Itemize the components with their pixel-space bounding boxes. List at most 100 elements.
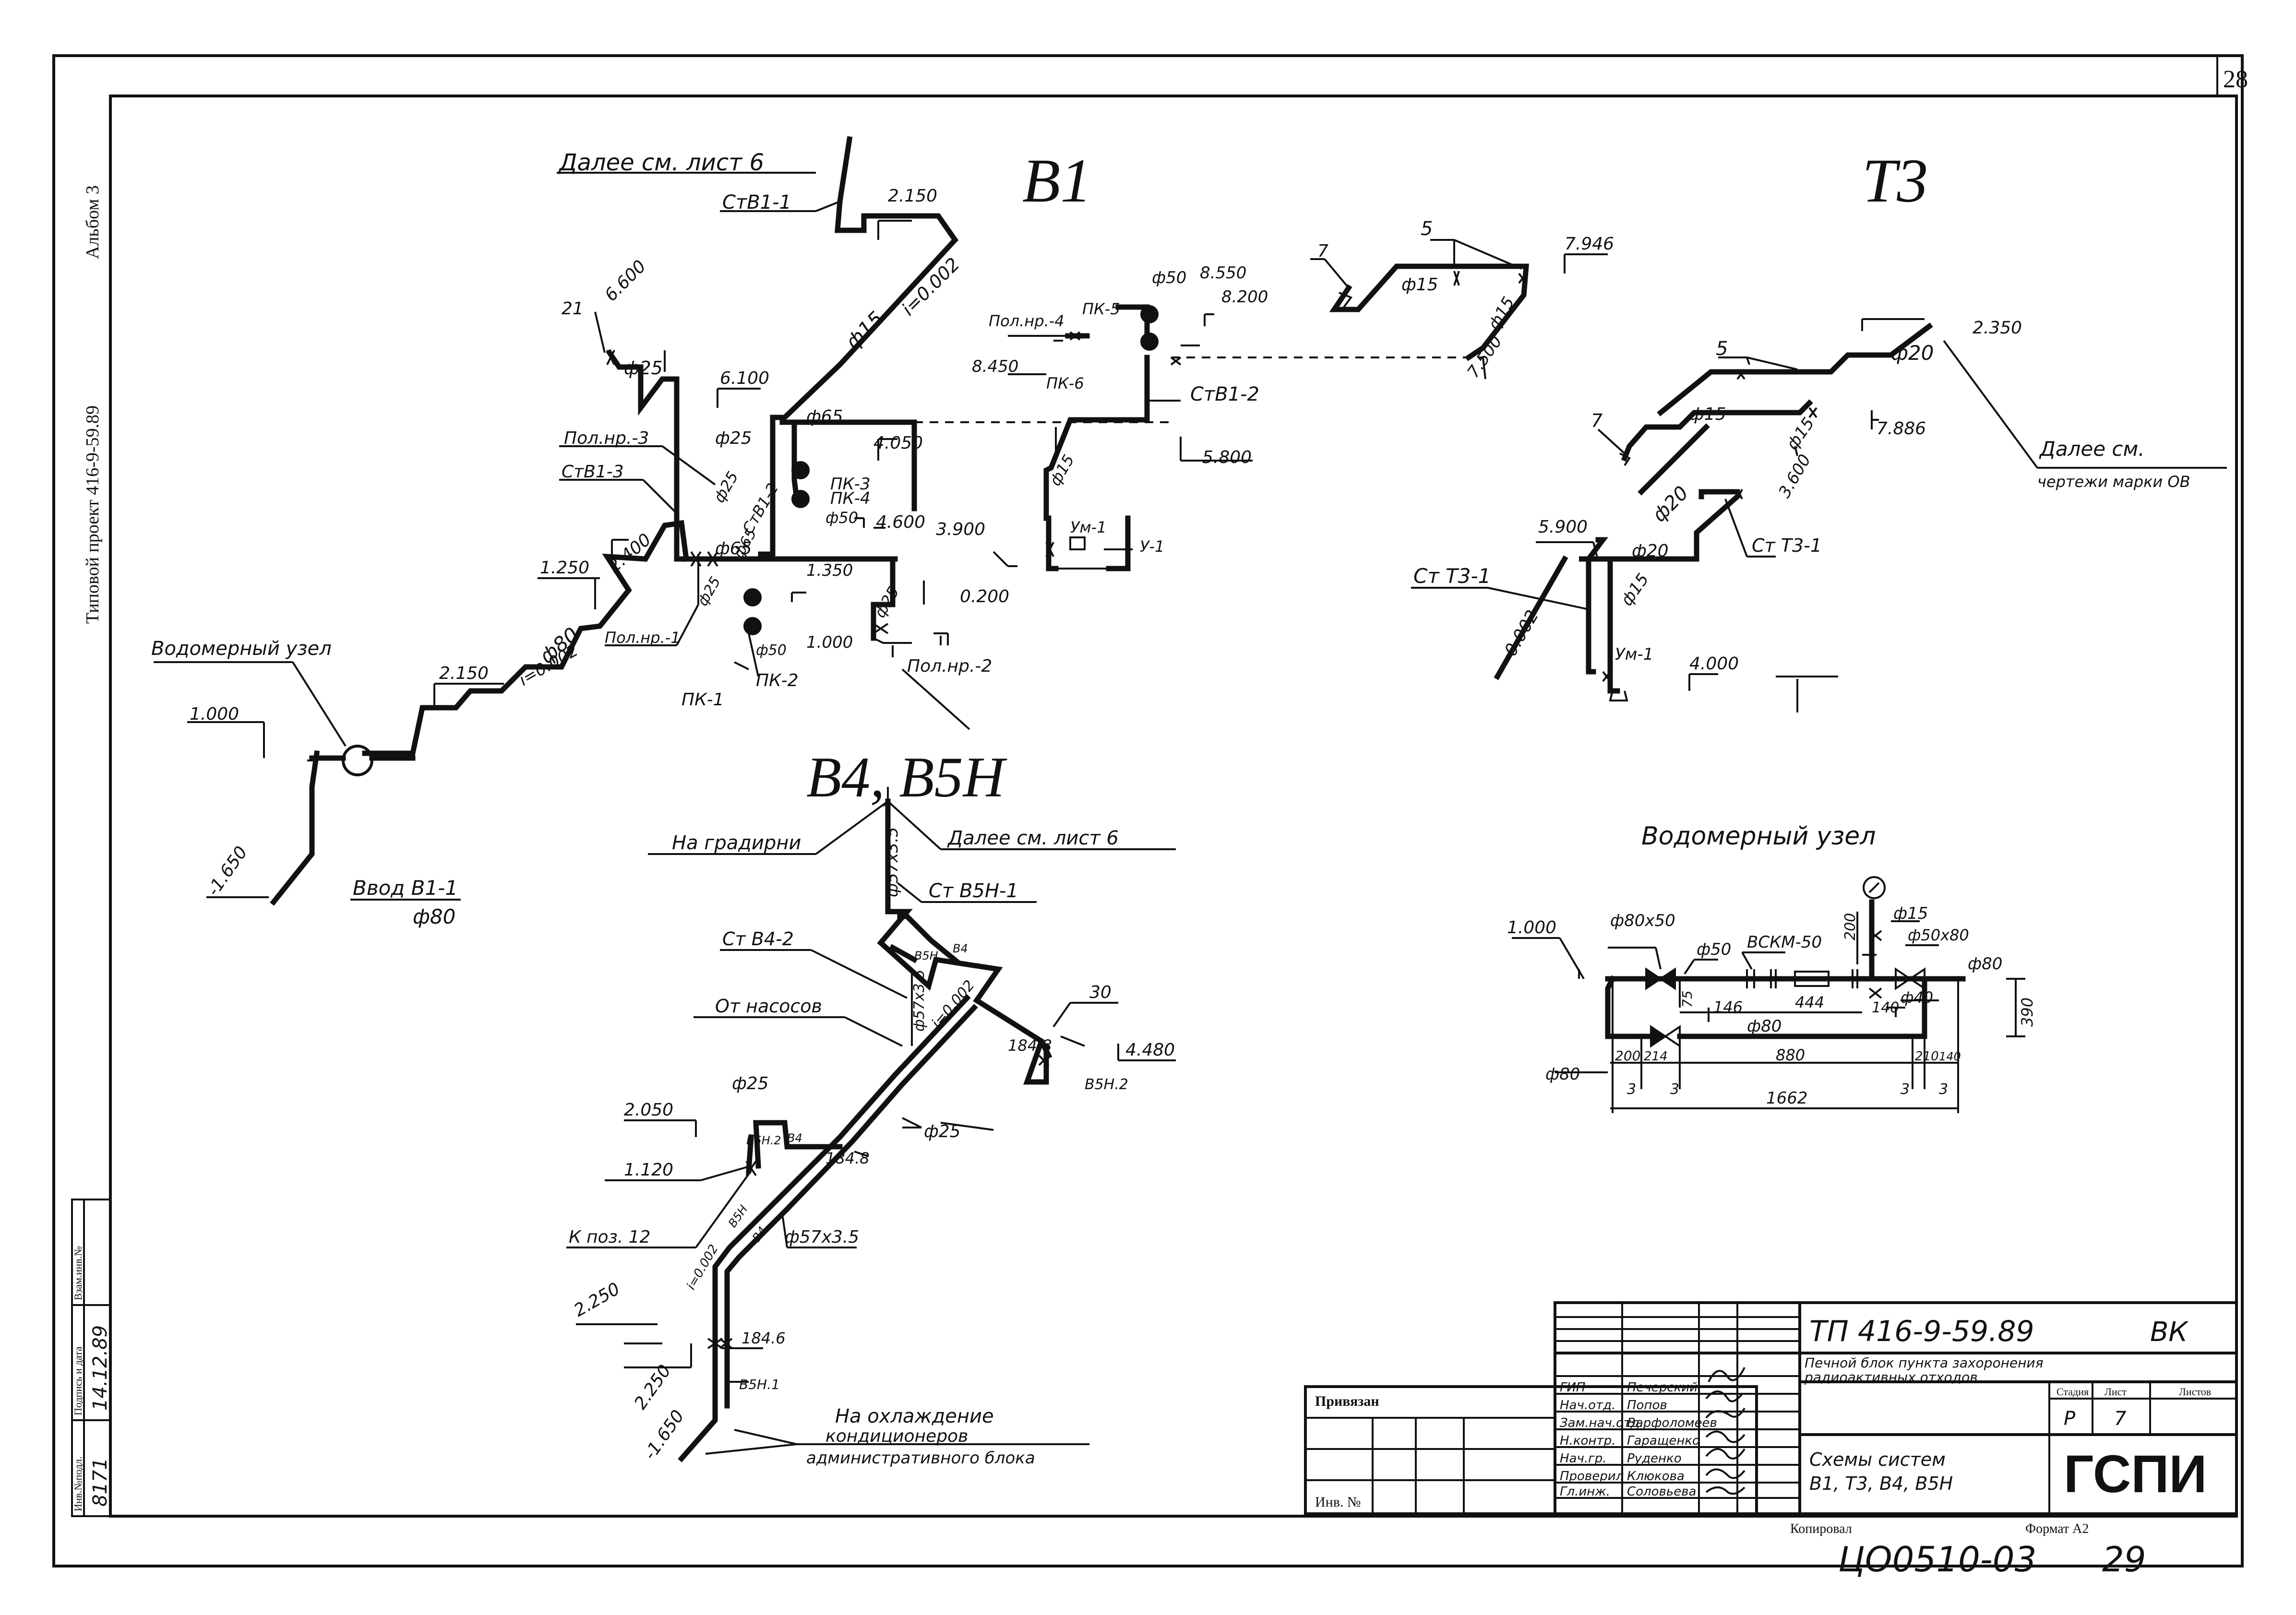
page-number: 28 [2223,66,2248,93]
b1-d50c: ф50 [1152,268,1186,287]
b1-elev-1250: 1.250 [540,558,589,578]
meter-d80a: ф80 [1968,954,2002,974]
tb-role: Нач.отд. [1560,1398,1615,1413]
tb-format: Формат А2 [2025,1521,2089,1536]
stamp-inv-label: Инв.№подл. [72,1457,84,1511]
t3-d15c: ф15 [1689,404,1726,424]
b4-elev-1848b: 184.8 [825,1149,870,1167]
t3-label-5a: 5 [1421,218,1433,240]
b1-label-21: 21 [562,299,584,319]
b1-elev-4050: 4.050 [873,433,923,453]
tb-role: Нач.гр. [1560,1451,1607,1466]
b4-tag-b5n1: В5Н.1 [739,1377,780,1392]
meter-dim-140: 140 [1872,999,1899,1016]
tb-role: Н.контр. [1560,1434,1615,1448]
title-block: Привязан Инв. № ТП 416-9-59.89 ВК Печной… [1304,1301,2238,1579]
b1-elev-1350: 1.350 [806,561,853,580]
tb-signatures [1705,1367,1746,1495]
b4-elev-1846: 184.6 [741,1329,786,1347]
t3-label-5b: 5 [1716,338,1728,360]
b1-riser2b-label: СтВ1-2 [1190,383,1259,405]
b4-d25a: ф25 [924,1122,961,1141]
b4-tag-b5n2: В5Н.2 [1085,1076,1128,1093]
t3-elev-4000: 4.000 [1689,654,1739,674]
t3-label-7a: 7 [1317,241,1328,261]
meter-unit-scheme: Водомерный узел 1.000 ф80х50 ф50 ВСКМ-50… [1507,822,2036,1113]
tb-object2: радиоактивных отходов [1804,1369,1978,1385]
b4-cooling-line2: кондиционеров [825,1426,968,1446]
meter-elev-1000: 1.000 [1507,918,1556,938]
b1-elev-2150b: 2.150 [439,664,489,683]
b4-d57c: ф57х3.5 [785,1227,859,1247]
b1-elev-8450: 8.450 [972,357,1018,376]
b1-pk6-label: ПК-6 [1046,374,1084,392]
meter-dim-140b: 140 [1939,1050,1961,1063]
b1-elev-2150a: 2.150 [888,186,937,206]
meter-dim-200: 200 [1615,1048,1640,1064]
b4-cooling-line3: административного блока [806,1449,1035,1468]
b1-d25b: ф25 [715,428,752,448]
tb-inv: Инв. № [1315,1494,1361,1510]
t3-d20c: ф20 [1632,541,1669,561]
b1-elev-8200: 8.200 [1221,287,1268,307]
project-code-vertical: Типовой проект 416-9-59.89 [83,405,103,624]
t3-um1: Ум-1 [1615,645,1653,664]
b4-d25b: ф25 [732,1074,769,1093]
tb-name: Гаращенко [1627,1434,1700,1448]
tb-object1: Печной блок пункта захоронения [1805,1355,2043,1371]
meter-d50x80: ф50х80 [1908,926,1969,944]
meter-mark-3c: 3 [1901,1081,1910,1098]
b1-inlet-diameter: ф80 [413,905,455,928]
meter-dim-390: 390 [2018,998,2036,1027]
tb-stage-label: Стадия [2057,1386,2089,1398]
tb-code: ТП 416-9-59.89 [1809,1315,2034,1348]
tb-role: ГИП [1560,1380,1586,1395]
tb-roles: ГИП Нач.отд. Зам.нач.отд. Н.контр. Нач.г… [1560,1380,1643,1499]
b4-tag-b4: В4 [953,942,968,955]
meter-title: Водомерный узел [1641,822,1876,851]
b1-d50b: ф50 [825,509,858,527]
b1-pk3-label: ПК-3 [830,475,871,494]
b4-tag-b5n: В5Н [914,949,938,962]
b1-pol4-label: Пол.нр.-4 [989,312,1064,330]
meter-d80x50: ф80х50 [1610,911,1675,930]
meter-dim-75: 75 [1679,990,1695,1008]
b4-d57a: ф57х3.5 [883,827,902,897]
t3-elev-2350: 2.350 [1973,318,2022,338]
tb-name: Печерский [1627,1380,1698,1395]
tb-role: Зам.нач.отд. [1560,1416,1643,1430]
b4-to-tower: На градирни [672,832,801,854]
meter-dim-444: 444 [1795,993,1824,1011]
b1-pol2-label: Пол.нр.-2 [907,656,992,676]
meter-dim-146: 146 [1713,998,1743,1016]
t3-riser-a: Ст Т3-1 [1413,564,1491,588]
stamp-date-value: 14.12.89 [89,1325,111,1411]
meter-mark-3a: 3 [1627,1081,1636,1098]
tb-name: Руденко [1627,1451,1682,1466]
b1-elev-1000b: 1.000 [806,633,853,652]
meter-dim-214a: 214 [1644,1049,1668,1064]
b4-riser-b5n1: Ст В5Н-1 [929,880,1018,902]
sheet-frame [52,54,2244,1568]
stamp-inv-value: 8171 [89,1458,111,1507]
meter-dim-210: 210 [1915,1049,1939,1064]
b4-elev-4480: 4.480 [1125,1040,1175,1060]
b1-d65a: ф65 [806,407,843,427]
b1-riser3-label: СтВ1-3 [562,462,624,482]
b1-elev-5800: 5.800 [1202,448,1252,467]
tb-name: Попов [1627,1398,1667,1413]
b1-d65b: ф65 [715,539,752,558]
b4-label-30: 30 [1089,983,1112,1002]
tb-stage-value: Р [2064,1408,2076,1430]
album-vertical: Альбом 3 [83,185,103,259]
b1-pk1-label: ПК-1 [682,690,724,710]
b1-pol1-label: Пол.нр.-1 [605,629,681,647]
t3-label-7b: 7 [1591,410,1602,431]
b1-pk2-label: ПК-2 [756,671,799,690]
title-b4-b5n: В4, В5Н [806,745,1008,809]
tb-sheets-label: Листов [2179,1386,2211,1398]
b1-pk5-label: ПК-5 [1082,300,1120,318]
meter-vsk: ВСКМ-50 [1747,933,1822,952]
meter-dim-200v: 200 [1842,913,1859,940]
